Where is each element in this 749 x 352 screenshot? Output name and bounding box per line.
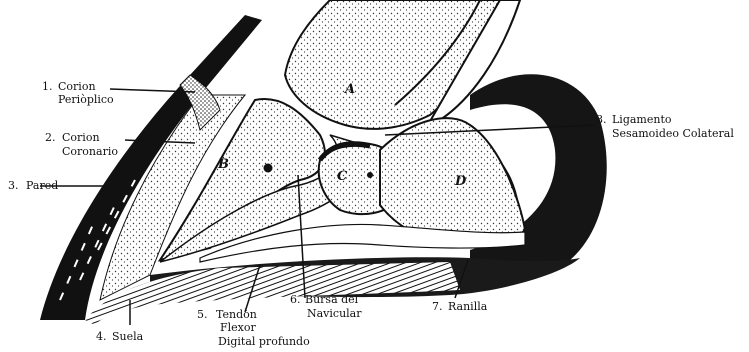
svg-text:Corion: Corion xyxy=(62,131,100,144)
label-2: 2. Corion Coronario xyxy=(45,131,118,158)
label-7: 7. Ranilla xyxy=(432,300,488,313)
label-1: 1. Corion Periòplico xyxy=(42,80,114,106)
svg-text:2.: 2. xyxy=(45,131,56,144)
bone-b-dot xyxy=(264,164,273,173)
svg-text:Sesamoideo Colateral: Sesamoideo Colateral xyxy=(612,127,734,140)
svg-text:Ranilla: Ranilla xyxy=(448,300,488,313)
svg-text:8.: 8. xyxy=(596,113,607,126)
svg-text:Corion: Corion xyxy=(58,80,96,93)
svg-text:6.: 6. xyxy=(290,293,301,306)
svg-text:7.: 7. xyxy=(432,300,443,313)
svg-text:3.: 3. xyxy=(8,179,19,192)
bone-letter-c: C xyxy=(337,169,348,184)
svg-text:1.: 1. xyxy=(42,80,53,93)
label-6: 6. Bursa del Navicular xyxy=(290,293,362,320)
label-5: 5. Tendòn Flexor Digital profundo xyxy=(197,308,310,348)
bone-c-dot xyxy=(367,172,373,178)
svg-text:Tendòn: Tendòn xyxy=(216,308,257,321)
svg-text:Digital profundo: Digital profundo xyxy=(218,335,310,348)
svg-text:4.: 4. xyxy=(96,330,107,343)
svg-text:Suela: Suela xyxy=(112,330,144,343)
svg-text:Bursa del: Bursa del xyxy=(305,293,359,306)
svg-text:Pared: Pared xyxy=(26,179,58,192)
label-8: 8. Ligamento Sesamoideo Colateral xyxy=(596,113,734,140)
svg-text:Navicular: Navicular xyxy=(307,307,362,320)
svg-text:Flexor: Flexor xyxy=(220,321,256,334)
bone-letter-b: B xyxy=(217,157,229,172)
label-3: 3. Pared xyxy=(8,179,58,192)
svg-text:Coronario: Coronario xyxy=(62,145,118,158)
label-4: 4. Suela xyxy=(96,330,144,343)
svg-text:5.: 5. xyxy=(197,308,208,321)
bone-letter-d: D xyxy=(454,174,467,189)
svg-text:Ligamento: Ligamento xyxy=(612,113,672,126)
svg-text:Periòplico: Periòplico xyxy=(58,93,114,106)
bone-letter-a: A xyxy=(343,82,355,97)
